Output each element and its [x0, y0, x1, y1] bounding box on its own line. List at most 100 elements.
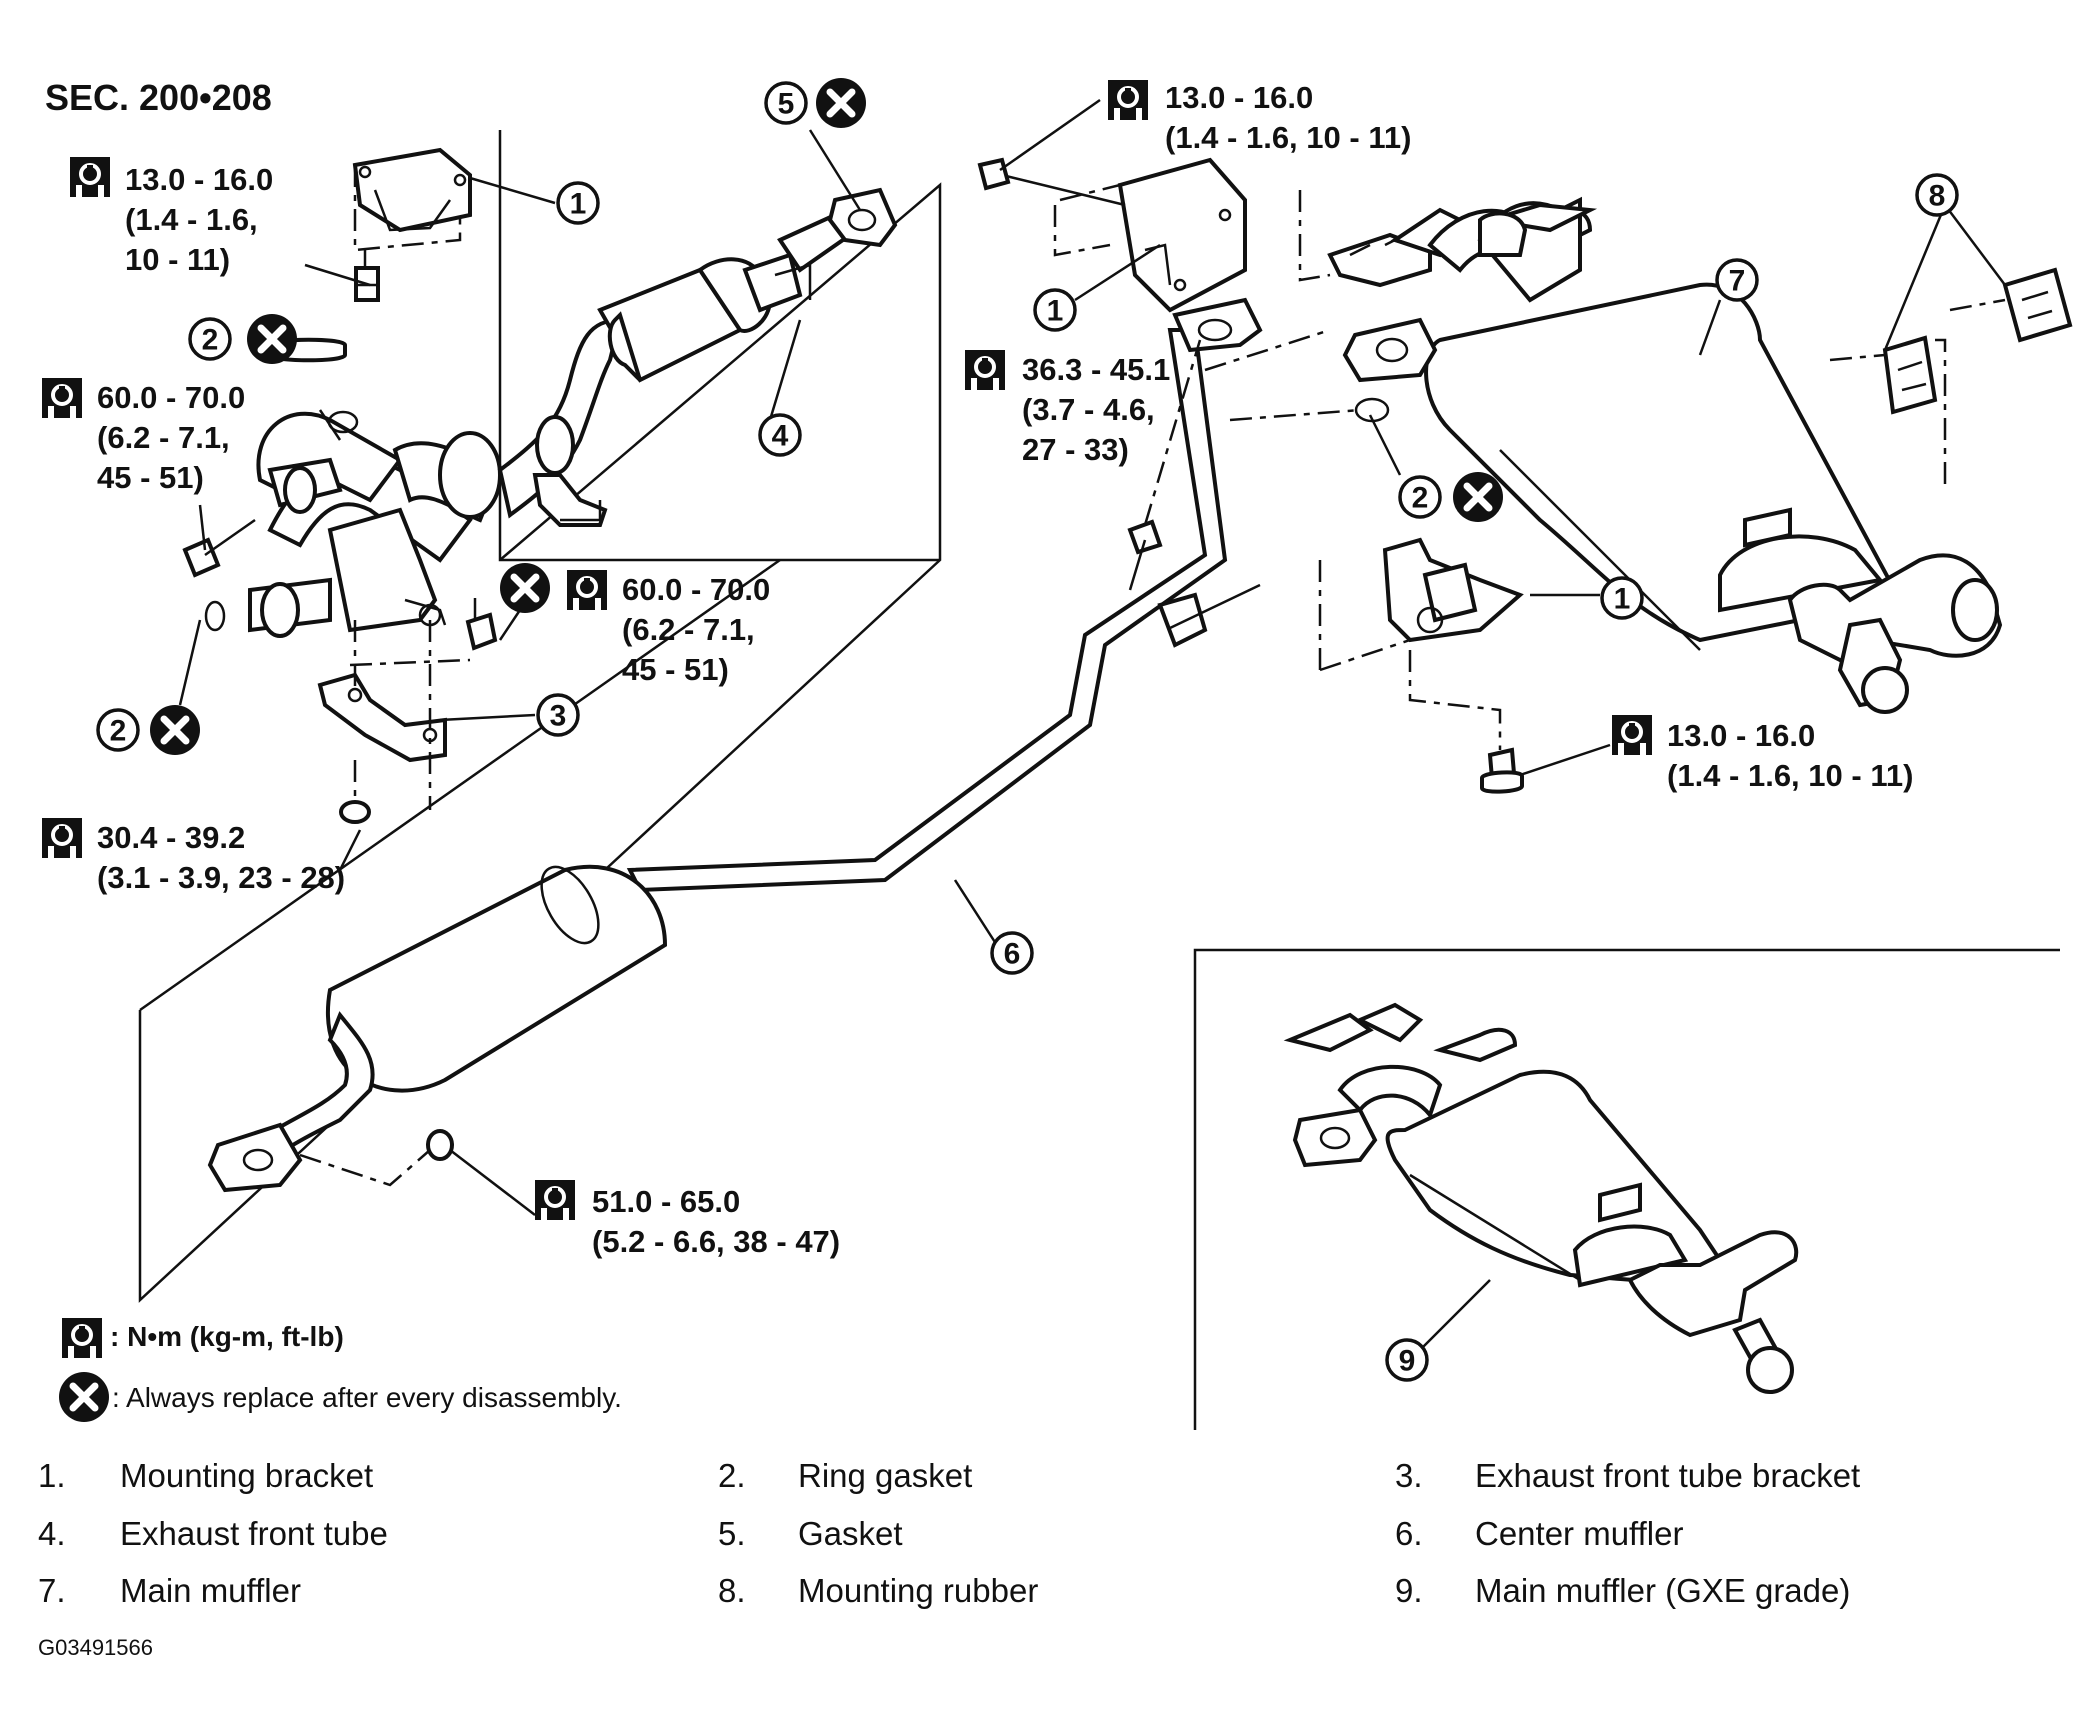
front-tube-flange-bracket: [327, 507, 447, 633]
front-tube-gasket: [827, 187, 898, 248]
center-tube: [626, 328, 1261, 893]
svg-text:2.: 2.: [718, 1457, 746, 1494]
torque-front-bracket-bolt: 13.0 - 16.0 (1.4 - 1.6, 10 - 11): [68, 155, 273, 277]
svg-text:4.: 4.: [38, 1515, 66, 1552]
replace-x-icon: [1453, 472, 1503, 522]
svg-text:Ring gasket: Ring gasket: [798, 1457, 972, 1494]
torque-wrench-icon: [565, 568, 609, 612]
svg-text:5: 5: [778, 88, 795, 121]
ring-gasket-lower: [204, 600, 226, 632]
exhaust-front-tube: [497, 212, 853, 527]
svg-text:27 - 33): 27 - 33): [1022, 432, 1129, 467]
svg-text:30.4 - 39.2: 30.4 - 39.2: [97, 820, 245, 855]
torque-wrench-icon: [963, 348, 1007, 392]
main-tube-flange: [1172, 297, 1263, 353]
svg-text:2: 2: [110, 715, 127, 748]
center-muffler-flange: [207, 1122, 431, 1193]
svg-text:Main muffler (GXE grade): Main muffler (GXE grade): [1475, 1572, 1850, 1609]
svg-text:1: 1: [570, 188, 587, 221]
front-tube-bracket-plate: [317, 620, 471, 810]
callout-2-lower: 2: [96, 708, 140, 752]
svg-text:1.: 1.: [38, 1457, 66, 1494]
center-flange-nut: [426, 1129, 454, 1161]
svg-text:45 - 51): 45 - 51): [622, 652, 729, 687]
main-flange-nut: [1127, 339, 1202, 555]
callout-3: 3: [536, 693, 580, 737]
svg-text:6.: 6.: [1395, 1515, 1423, 1552]
torque-wrench-icon: [60, 1316, 104, 1360]
svg-text:3: 3: [550, 700, 567, 733]
svg-text:13.0 - 16.0: 13.0 - 16.0: [1667, 718, 1815, 753]
svg-text:13.0 - 16.0: 13.0 - 16.0: [1165, 80, 1313, 115]
torque-center-flange-nut: 51.0 - 65.0 (5.2 - 6.6, 38 - 47): [533, 1178, 840, 1259]
replace-x-icon: [59, 1372, 109, 1422]
svg-text:13.0 - 16.0: 13.0 - 16.0: [125, 162, 273, 197]
torque-wrench-icon: [40, 816, 84, 860]
figure-id: G03491566: [38, 1635, 153, 1660]
torque-rear-bracket-bolt-bottom: 13.0 - 16.0 (1.4 - 1.6, 10 - 11): [1610, 713, 1913, 793]
leader-lines: [178, 98, 2006, 1361]
mounting-rubber-rear: [1949, 267, 2073, 343]
svg-text:60.0 - 70.0: 60.0 - 70.0: [622, 572, 770, 607]
svg-text:Exhaust front tube bracket: Exhaust front tube bracket: [1475, 1457, 1860, 1494]
torque-bracket-nut: 30.4 - 39.2 (3.1 - 3.9, 23 - 28): [40, 816, 345, 895]
legend-replace: : Always replace after every disassembly…: [59, 1372, 622, 1422]
svg-text:8: 8: [1929, 180, 1946, 213]
svg-text:60.0 - 70.0: 60.0 - 70.0: [97, 380, 245, 415]
callout-1-rear-top: 1: [1033, 288, 1077, 332]
main-muffler: [1327, 196, 2003, 714]
svg-text:5.: 5.: [718, 1515, 746, 1552]
callout-5: 5: [764, 81, 808, 125]
rear-mounting-bracket-top: [1053, 157, 1331, 313]
svg-text:Gasket: Gasket: [798, 1515, 903, 1552]
svg-text:: Always replace after every d: : Always replace after every disassembly…: [112, 1382, 622, 1413]
replace-x-icon: [500, 563, 550, 613]
svg-text:Center muffler: Center muffler: [1475, 1515, 1683, 1552]
torque-wrench-icon: [1106, 78, 1150, 122]
svg-text:7.: 7.: [38, 1572, 66, 1609]
svg-text:9.: 9.: [1395, 1572, 1423, 1609]
svg-text:2: 2: [1412, 482, 1429, 515]
replace-x-icon: [247, 314, 297, 364]
gxe-main-muffler: [1283, 1002, 1799, 1394]
parts-list: 1.Mounting bracket 2.Ring gasket 3.Exhau…: [38, 1457, 1860, 1609]
svg-text:1: 1: [1047, 295, 1064, 328]
front-tube-bracket-nut: [339, 800, 371, 824]
svg-text:(5.2 - 6.6, 38 - 47): (5.2 - 6.6, 38 - 47): [592, 1224, 840, 1259]
front-plane: [138, 130, 942, 1303]
part-4: 4. Exhaust front tube: [38, 1515, 388, 1552]
svg-text:Exhaust front tube: Exhaust front tube: [120, 1515, 388, 1552]
svg-text:(1.4 - 1.6, 10 - 11): (1.4 - 1.6, 10 - 11): [1165, 120, 1411, 155]
torque-front-tube-nut: 60.0 - 70.0 (6.2 - 7.1, 45 - 51): [565, 568, 770, 687]
part-5: 5. Gasket: [718, 1515, 903, 1552]
svg-text:7: 7: [1729, 265, 1746, 298]
callout-8: 8: [1915, 173, 1959, 217]
svg-text:(6.2 - 7.1,: (6.2 - 7.1,: [622, 612, 755, 647]
part-2: 2. Ring gasket: [718, 1457, 972, 1494]
torque-wrench-icon: [533, 1178, 577, 1222]
part-9: 9. Main muffler (GXE grade): [1395, 1572, 1850, 1609]
svg-text:51.0 - 65.0: 51.0 - 65.0: [592, 1184, 740, 1219]
callout-2-rear: 2: [1398, 475, 1442, 519]
center-muffler: [272, 864, 668, 1153]
svg-text:(3.1 - 3.9, 23 - 28): (3.1 - 3.9, 23 - 28): [97, 860, 345, 895]
rear-bracket-bolt-bottom: [1480, 747, 1524, 794]
callout-1-rear-bottom: 1: [1600, 576, 1644, 620]
part-7: 7.Main muffler: [38, 1572, 301, 1609]
gxe-inset-frame: [1193, 948, 2060, 1430]
callout-6: 6: [990, 931, 1034, 975]
part-6: 6. Center muffler: [1395, 1515, 1683, 1552]
torque-wrench-icon: [68, 155, 112, 199]
rear-bracket-bolt-top: [977, 157, 1126, 207]
svg-text:Mounting bracket: Mounting bracket: [120, 1457, 373, 1494]
svg-text:Mounting rubber: Mounting rubber: [798, 1572, 1038, 1609]
gxe-inlet-flange: [1292, 1107, 1378, 1168]
svg-text:(3.7 - 4.6,: (3.7 - 4.6,: [1022, 392, 1155, 427]
legend-torque: : N•m (kg-m, ft-lb): [60, 1316, 344, 1360]
callout-4: 4: [758, 413, 802, 457]
svg-text:1: 1: [1614, 583, 1631, 616]
torque-rear-bracket-bolt-top: 13.0 - 16.0 (1.4 - 1.6, 10 - 11): [1106, 78, 1411, 155]
torque-front-flange-bolt: 60.0 - 70.0 (6.2 - 7.1, 45 - 51): [40, 376, 245, 495]
svg-text:2: 2: [202, 324, 219, 357]
mounting-rubber-front: [1829, 335, 1947, 485]
